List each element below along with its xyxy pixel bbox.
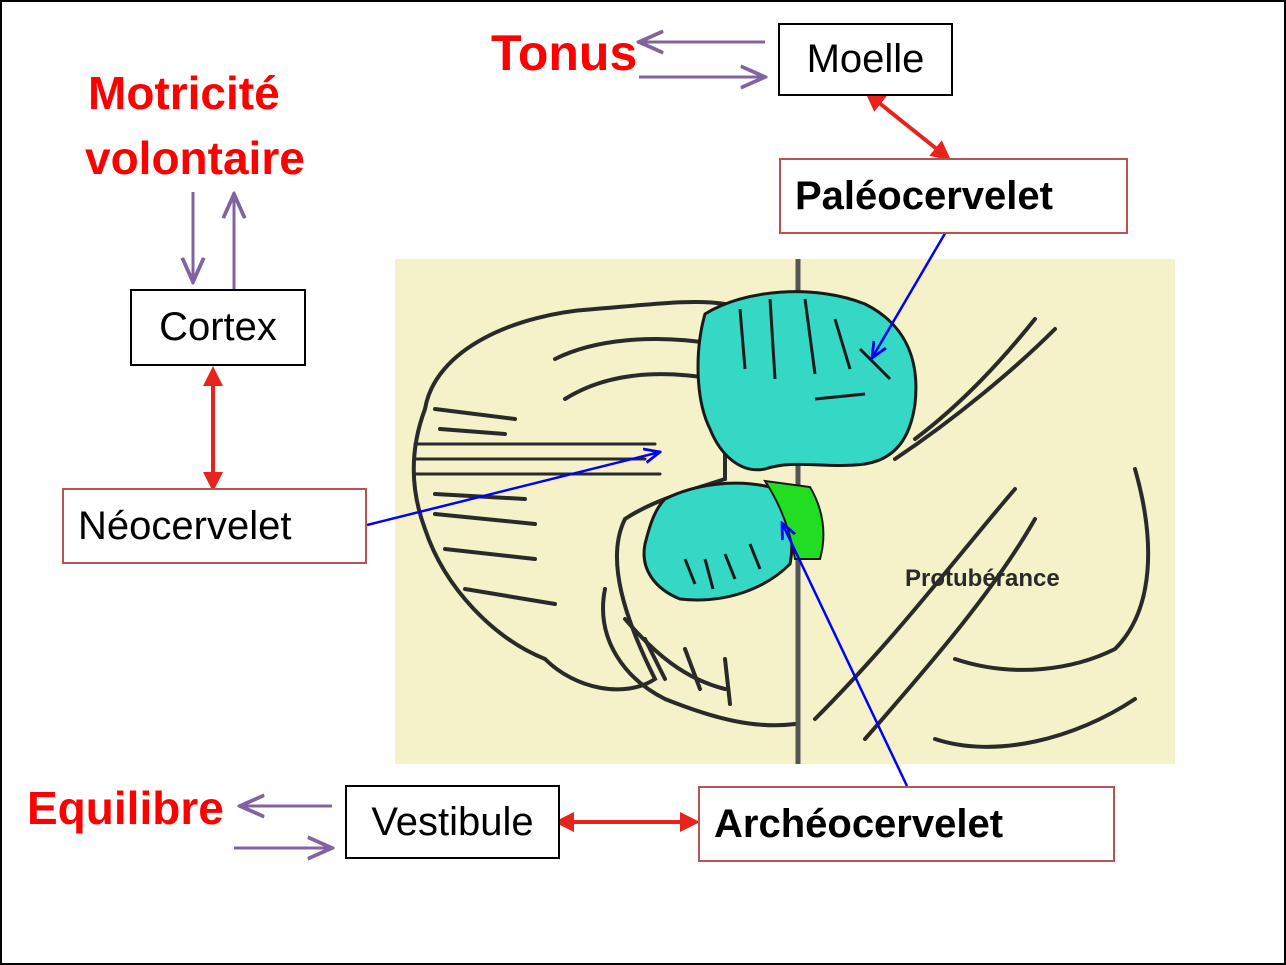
label-motricite-line1: Motricité bbox=[88, 70, 280, 116]
label-motricite-line2: volontaire bbox=[85, 135, 305, 181]
box-cortex: Cortex bbox=[130, 289, 306, 366]
pointer-neocervelet bbox=[367, 452, 660, 525]
pointer-archeocervelet bbox=[782, 523, 907, 786]
pointer-paleocervelet bbox=[872, 230, 947, 358]
label-tonus: Tonus bbox=[491, 28, 637, 78]
box-paleocervelet: Paléocervelet bbox=[779, 158, 1128, 234]
double-arrow-moelle-paleocervelet bbox=[868, 94, 948, 158]
box-neocervelet: Néocervelet bbox=[62, 488, 367, 564]
box-moelle: Moelle bbox=[778, 23, 953, 96]
box-archeocervelet: Archéocervelet bbox=[698, 786, 1115, 862]
box-vestibule: Vestibule bbox=[345, 785, 560, 859]
label-equilibre: Equilibre bbox=[27, 785, 224, 831]
